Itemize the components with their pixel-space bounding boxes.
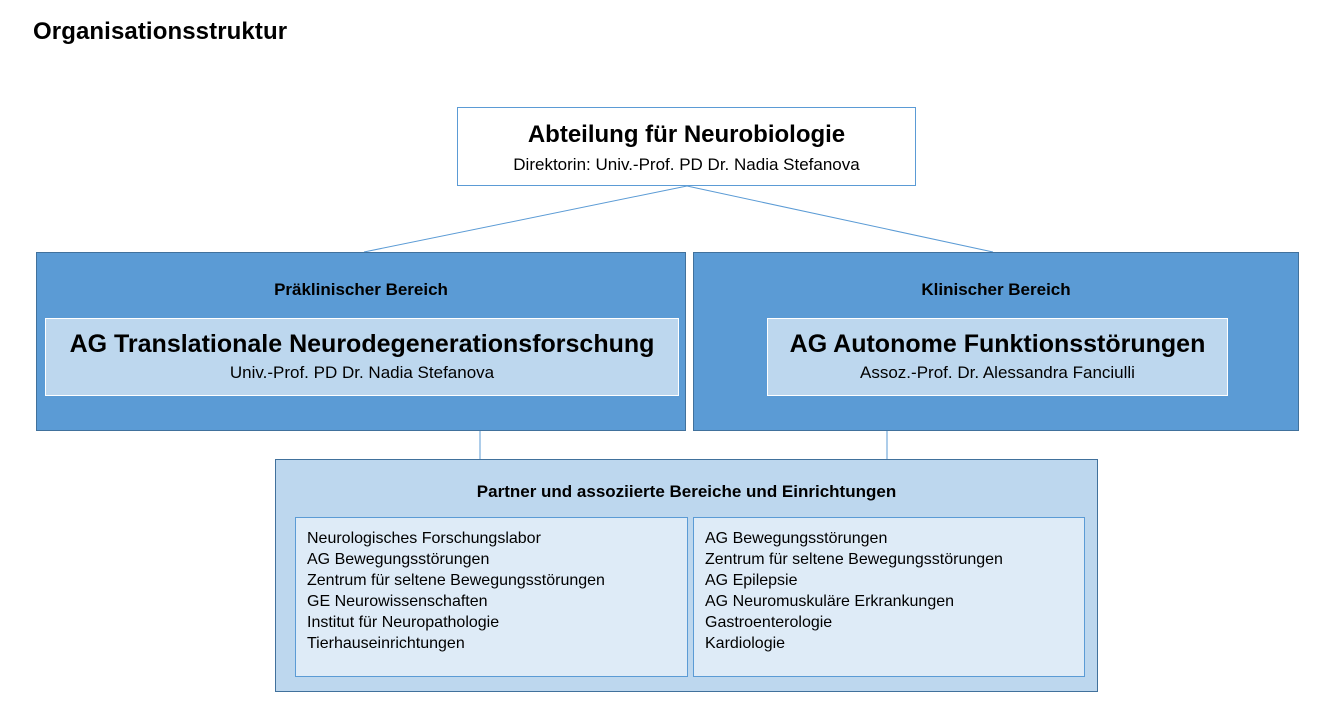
clinical-heading: Klinischer Bereich xyxy=(921,280,1071,299)
partner-item: Institut für Neuropathologie xyxy=(307,614,500,631)
clinical-section: Klinischer Bereich AG Autonome Funktions… xyxy=(693,252,1299,431)
preclinical-section: Präklinischer Bereich AG Translationale … xyxy=(36,252,686,431)
preclinical-group-title: AG Translationale Neurodegenerationsfors… xyxy=(69,330,655,358)
preclinical-group-lead: Univ.-Prof. PD Dr. Nadia Stefanova xyxy=(229,363,495,382)
preclinical-heading: Präklinischer Bereich xyxy=(274,280,448,299)
department-title: Abteilung für Neurobiologie xyxy=(527,121,846,148)
partner-item: AG Bewegungsstörungen xyxy=(705,530,888,547)
connector-top-to-preclinical xyxy=(363,185,688,253)
partner-item: AG Neuromuskuläre Erkrankungen xyxy=(705,593,955,610)
partner-item: AG Bewegungsstörungen xyxy=(307,551,490,568)
preclinical-group-box: AG Translationale Neurodegenerationsfors… xyxy=(45,318,679,396)
partners-box: Partner und assoziierte Bereiche und Ein… xyxy=(275,459,1098,692)
partner-item: Zentrum für seltene Bewegungsstörungen xyxy=(705,551,1003,568)
partner-item: Gastroenterologie xyxy=(705,614,833,631)
department-box: Abteilung für Neurobiologie Direktorin: … xyxy=(457,107,916,186)
partner-item: Neurologisches Forschungslabor xyxy=(307,530,541,547)
partners-list-right: AG Bewegungsstörungen Zentrum für selten… xyxy=(693,517,1085,677)
partners-list-left: Neurologisches Forschungslabor AG Bewegu… xyxy=(295,517,688,677)
clinical-group-title: AG Autonome Funktionsstörungen xyxy=(789,330,1206,358)
clinical-group-lead: Assoz.-Prof. Dr. Alessandra Fanciulli xyxy=(860,363,1135,382)
partner-item: GE Neurowissenschaften xyxy=(307,593,488,610)
page-title: Organisationsstruktur xyxy=(33,18,288,45)
clinical-group-box: AG Autonome Funktionsstörungen Assoz.-Pr… xyxy=(767,318,1228,396)
partner-item: Zentrum für seltene Bewegungsstörungen xyxy=(307,572,605,589)
department-director: Direktorin: Univ.-Prof. PD Dr. Nadia Ste… xyxy=(513,155,860,174)
partners-heading: Partner und assoziierte Bereiche und Ein… xyxy=(476,482,897,501)
partner-item: Tierhauseinrichtungen xyxy=(307,635,465,652)
partner-item: Kardiologie xyxy=(705,635,786,652)
connector-top-to-clinical xyxy=(686,185,994,253)
partner-item: AG Epilepsie xyxy=(705,572,798,589)
